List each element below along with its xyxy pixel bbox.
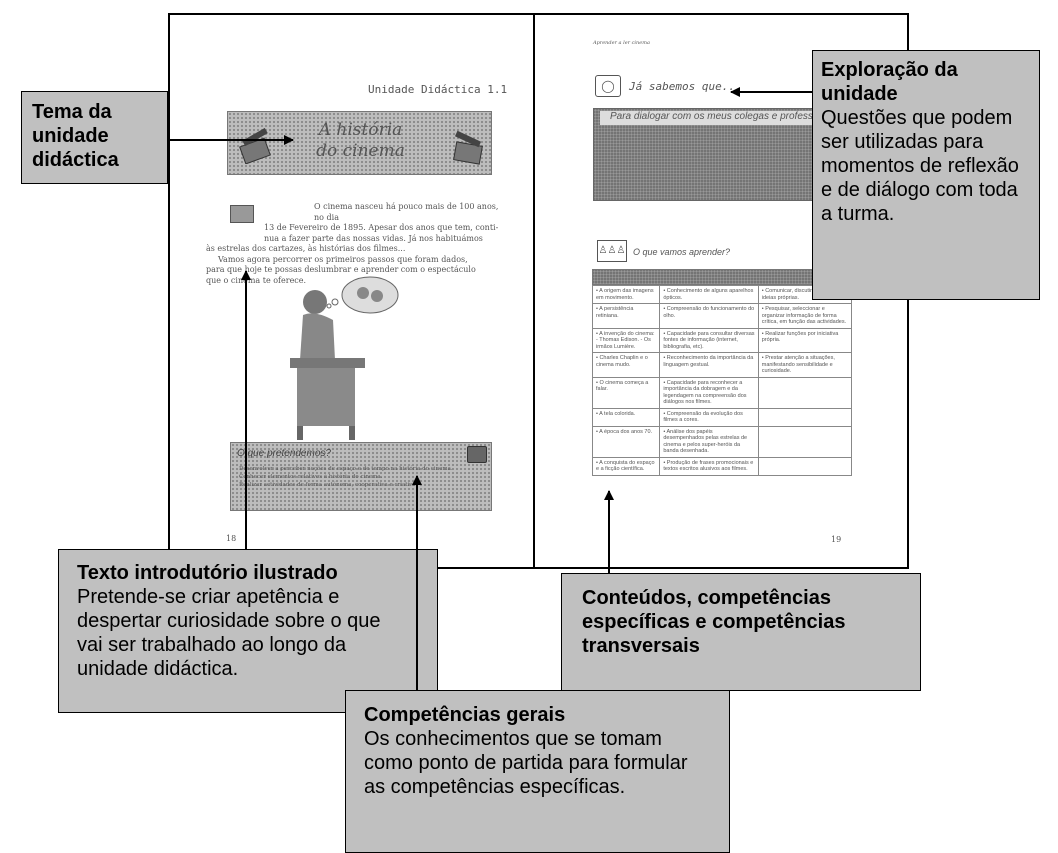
goals-box: O que pretendemos? Desenvolver a percebe… xyxy=(230,442,492,511)
table-row: • Charles Chaplin e o cinema mudo.• Reco… xyxy=(591,352,853,378)
dialogue-bar: Para dialogar com os meus colegas e prof… xyxy=(600,111,848,125)
table-cell xyxy=(757,425,853,458)
goals-box-title: O que pretendemos? xyxy=(237,448,331,459)
competencies-table: • A origem das imagens em movimento.• Co… xyxy=(591,285,853,476)
clapperboard-icon-left xyxy=(238,127,274,165)
table-row: • A persistência retiniana.• Compreensão… xyxy=(591,303,853,329)
callout-conteudos: Conteúdos, competências específicas e co… xyxy=(561,573,921,691)
page-number-left: 18 xyxy=(226,534,237,543)
table-row: • A época dos anos 70.• Análise dos papé… xyxy=(591,425,853,458)
section1-title: Já sabemos que... xyxy=(629,80,742,93)
goals-list: Desenvolver a perceber noções de espaço … xyxy=(239,466,453,488)
clapperboard-icon-right xyxy=(450,130,486,166)
table-row: • A tela colorida.• Compreensão da evolu… xyxy=(591,407,853,427)
banner-title: A história do cinema xyxy=(316,120,405,161)
unit-label: Unidade Didáctica 1.1 xyxy=(368,83,508,96)
film-icon xyxy=(230,205,254,223)
table-cell: • Pesquisar, seleccionar e organizar inf… xyxy=(757,303,853,329)
callout-texto: Texto introdutório ilustrado Pretende-se… xyxy=(58,549,438,713)
table-cell xyxy=(757,376,853,409)
people-icon: ♙♙♙ xyxy=(597,240,627,262)
table-header-band xyxy=(592,269,852,285)
lightbulb-icon: ◯ xyxy=(595,75,621,97)
content-table: • A origem das imagens em movimento.• Co… xyxy=(591,269,853,476)
table-cell: • A origem das imagens em movimento. xyxy=(591,285,661,304)
table-cell: • A época dos anos 70. xyxy=(591,425,661,458)
callout-tema: Tema da unidade didáctica xyxy=(21,91,168,184)
running-header: Aprender a ler cinema xyxy=(593,40,650,46)
table-cell: • Capacidade para reconhecer a importânc… xyxy=(659,376,759,409)
table-cell: • O cinema começa a falar. xyxy=(591,376,661,409)
left-book-page: Unidade Didáctica 1.1 A história do cine… xyxy=(168,13,535,569)
table-cell: • Realizar funções por iniciativa própri… xyxy=(757,327,853,353)
table-cell: • Produção de frases promocionais e text… xyxy=(659,456,759,476)
child-at-desk-illustration xyxy=(285,260,405,445)
callout-exploracao: Exploração da unidade Questões que podem… xyxy=(812,50,1040,300)
callout-gerais: Competências gerais Os conhecimentos que… xyxy=(345,690,730,853)
table-cell: • Conhecimento de alguns aparelhos óptic… xyxy=(659,285,759,304)
table-cell: • Charles Chaplin e o cinema mudo. xyxy=(591,352,661,378)
table-row: • A invenção do cinema: - Thomas Edison.… xyxy=(591,327,853,353)
title-banner: A história do cinema xyxy=(227,111,492,175)
table-cell: • Análise dos papéis desempenhados pelas… xyxy=(659,425,759,458)
page-number-right: 19 xyxy=(831,535,842,544)
dialogue-area: Para dialogar com os meus colegas e prof… xyxy=(593,108,853,201)
table-row: • O cinema começa a falar.• Capacidade p… xyxy=(591,376,853,409)
table-cell: • A invenção do cinema: - Thomas Edison.… xyxy=(591,327,661,353)
pencil-icon xyxy=(467,446,487,463)
table-cell xyxy=(757,456,853,476)
intro-text: O cinema nasceu há pouco mais de 100 ano… xyxy=(206,202,499,285)
table-cell: • A conquista do espaço e a ficção cient… xyxy=(591,456,661,476)
section2-title: O que vamos aprender? xyxy=(633,247,731,257)
table-cell: • Reconhecimento da importância da lingu… xyxy=(659,352,759,378)
table-cell: • Prestar atenção a situações, manifesta… xyxy=(757,352,853,378)
table-row: • A conquista do espaço e a ficção cient… xyxy=(591,456,853,476)
table-cell: • Capacidade para consultar diversas fon… xyxy=(659,327,759,353)
